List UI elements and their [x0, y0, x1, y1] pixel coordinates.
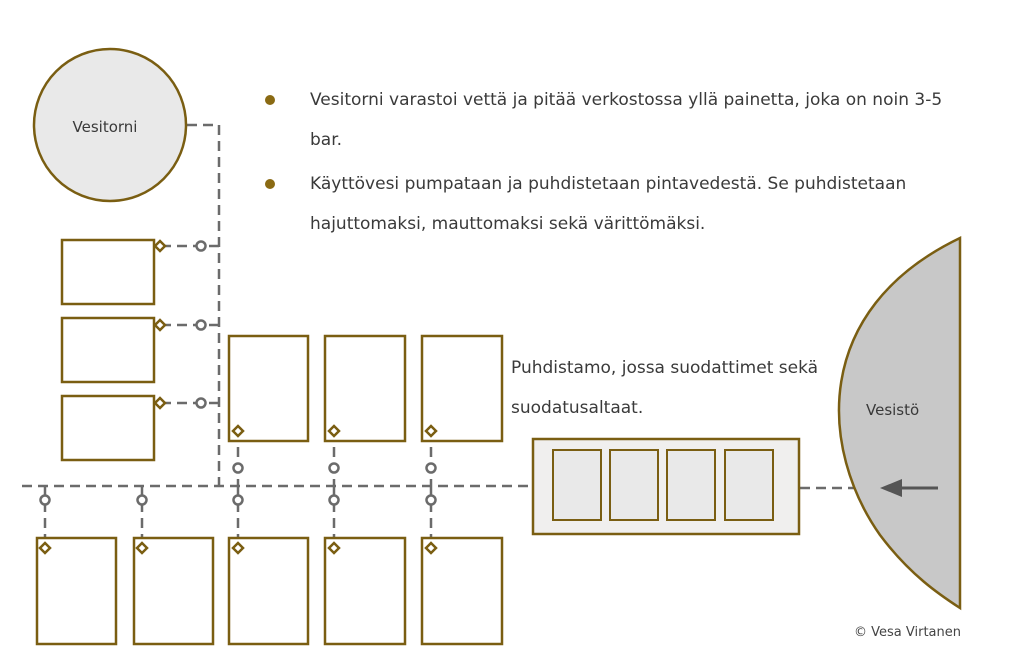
connection-diamond [327, 424, 341, 438]
bullet-item: Käyttövesi pumpataan ja puhdistetaan pin… [262, 164, 962, 244]
connection-diamond [231, 541, 245, 555]
valve [425, 462, 437, 474]
connection-diamond [153, 239, 167, 253]
treatment-plant-label: Puhdistamo, jossa suodattimet sekä suoda… [511, 358, 819, 418]
valve [195, 240, 207, 252]
valve [328, 494, 340, 506]
valve [136, 494, 148, 506]
bullet-dot-icon [265, 179, 275, 189]
valve [425, 494, 437, 506]
valve [39, 494, 51, 506]
tower-pipe [187, 123, 221, 485]
building-lower [35, 536, 118, 646]
intake-arrow-head [880, 479, 902, 497]
valve [232, 462, 244, 474]
connection-diamond [424, 424, 438, 438]
building-lower [323, 536, 407, 646]
connection-diamond [327, 541, 341, 555]
water-tower [32, 47, 188, 203]
lake-shape [837, 236, 962, 611]
connection-diamond [135, 541, 149, 555]
filter-basin [552, 449, 602, 521]
info-bullet-list: Vesitorni varastoi vettä ja pitää verkos… [262, 80, 962, 248]
building-upper [420, 334, 504, 443]
connection-diamond [424, 541, 438, 555]
building-left [60, 394, 156, 462]
building-upper [227, 334, 310, 443]
connection-diamond [153, 318, 167, 332]
connection-diamond [231, 424, 245, 438]
building-lower [227, 536, 310, 646]
valve [195, 397, 207, 409]
bullet-item: Vesitorni varastoi vettä ja pitää verkos… [262, 80, 962, 160]
building-left [60, 238, 156, 306]
connection-diamond [38, 541, 52, 555]
valve [232, 494, 244, 506]
filter-basin [609, 449, 659, 521]
bullet-text: Vesitorni varastoi vettä ja pitää verkos… [310, 90, 943, 150]
building-left [60, 316, 156, 384]
building-lower [132, 536, 215, 646]
connection-diamond [153, 396, 167, 410]
filter-basin [724, 449, 774, 521]
copyright-notice: © Vesa Virtanen [854, 625, 961, 640]
valve [195, 319, 207, 331]
building-upper [323, 334, 407, 443]
filter-basin [666, 449, 716, 521]
lake-label: Vesistö [866, 401, 920, 419]
bullet-text: Käyttövesi pumpataan ja puhdistetaan pin… [310, 174, 907, 234]
water-tower-label: Vesitorni [72, 118, 138, 136]
valve [328, 462, 340, 474]
bullet-dot-icon [265, 95, 275, 105]
branch-pipes-left [161, 244, 219, 405]
building-lower [420, 536, 504, 646]
